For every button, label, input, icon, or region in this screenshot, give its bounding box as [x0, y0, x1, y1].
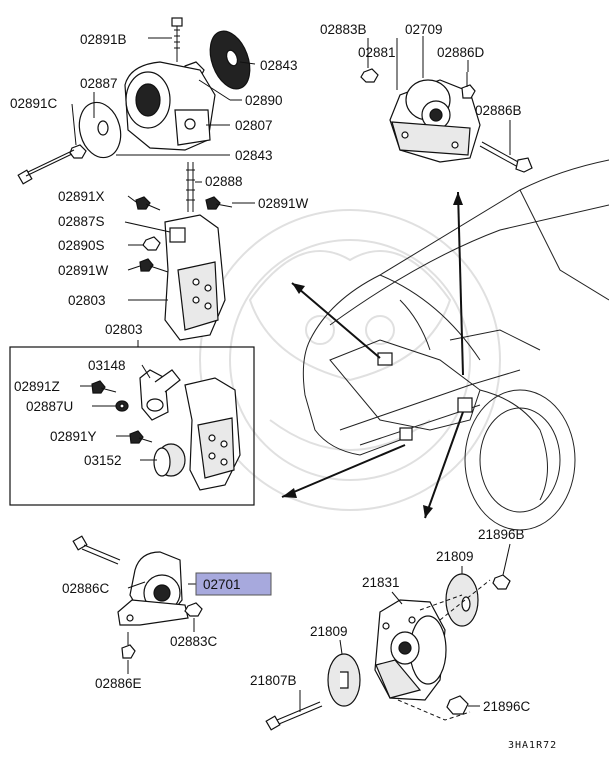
label-02807[interactable]: 02807: [235, 118, 273, 133]
engine-mount-bracket-02803: [135, 196, 233, 341]
label-21896C[interactable]: 21896C: [483, 699, 531, 714]
label-02891B[interactable]: 02891B: [80, 32, 127, 47]
label-02701[interactable]: 02701: [203, 577, 241, 592]
mount-21831-assembly: [265, 573, 511, 731]
label-21807B[interactable]: 21807B: [250, 673, 297, 688]
label-02891C[interactable]: 02891C: [10, 96, 58, 111]
label-02803[interactable]: 02803: [68, 293, 106, 308]
label-02886B[interactable]: 02886B: [475, 103, 522, 118]
diagram-code: 3HA1R72: [508, 740, 557, 751]
watermark-emblem: [199, 209, 501, 511]
mount-02701-assembly: [72, 535, 203, 659]
label-02886E[interactable]: 02886E: [95, 676, 142, 691]
transmission-mount-assembly: [360, 68, 533, 173]
label-02881[interactable]: 02881: [358, 45, 396, 60]
leader-lines: [71, 36, 511, 712]
label-02891X[interactable]: 02891X: [58, 189, 105, 204]
label-21809-top[interactable]: 21809: [436, 549, 474, 564]
label-02890S[interactable]: 02890S: [58, 238, 105, 253]
label-02887S[interactable]: 02887S: [58, 214, 105, 229]
engine-mount-front-assembly: [17, 17, 251, 212]
detail-box: [9, 346, 255, 506]
highlight-box-02701: [195, 572, 272, 596]
label-02886D[interactable]: 02886D: [437, 45, 485, 60]
label-02891W[interactable]: 02891W: [58, 263, 109, 278]
label-03148[interactable]: 03148: [88, 358, 126, 373]
label-02887[interactable]: 02887: [80, 76, 118, 91]
label-02891W-top[interactable]: 02891W: [258, 196, 309, 211]
label-02891Z[interactable]: 02891Z: [14, 379, 60, 394]
label-02883C[interactable]: 02883C: [170, 634, 218, 649]
label-02887U[interactable]: 02887U: [26, 399, 73, 414]
label-02803-detail[interactable]: 02803: [105, 322, 143, 337]
label-02886C[interactable]: 02886C: [62, 581, 110, 596]
part-labels: 02891B 02843 02887 02891C 02890 02807 02…: [10, 22, 557, 751]
label-21896B[interactable]: 21896B: [478, 527, 525, 542]
label-03152[interactable]: 03152: [84, 453, 122, 468]
label-02843-top[interactable]: 02843: [260, 58, 298, 73]
label-21831[interactable]: 21831: [362, 575, 400, 590]
vehicle-outline: [302, 159, 609, 531]
label-02891Y[interactable]: 02891Y: [50, 429, 97, 444]
label-02709[interactable]: 02709: [405, 22, 443, 37]
bracket-detail-parts: [91, 369, 241, 491]
label-21809-lower[interactable]: 21809: [310, 624, 348, 639]
pointer-arrows: [281, 191, 464, 519]
label-02888[interactable]: 02888: [205, 174, 243, 189]
label-02883B[interactable]: 02883B: [320, 22, 367, 37]
label-02890[interactable]: 02890: [245, 93, 283, 108]
label-02843-lower[interactable]: 02843: [235, 148, 273, 163]
